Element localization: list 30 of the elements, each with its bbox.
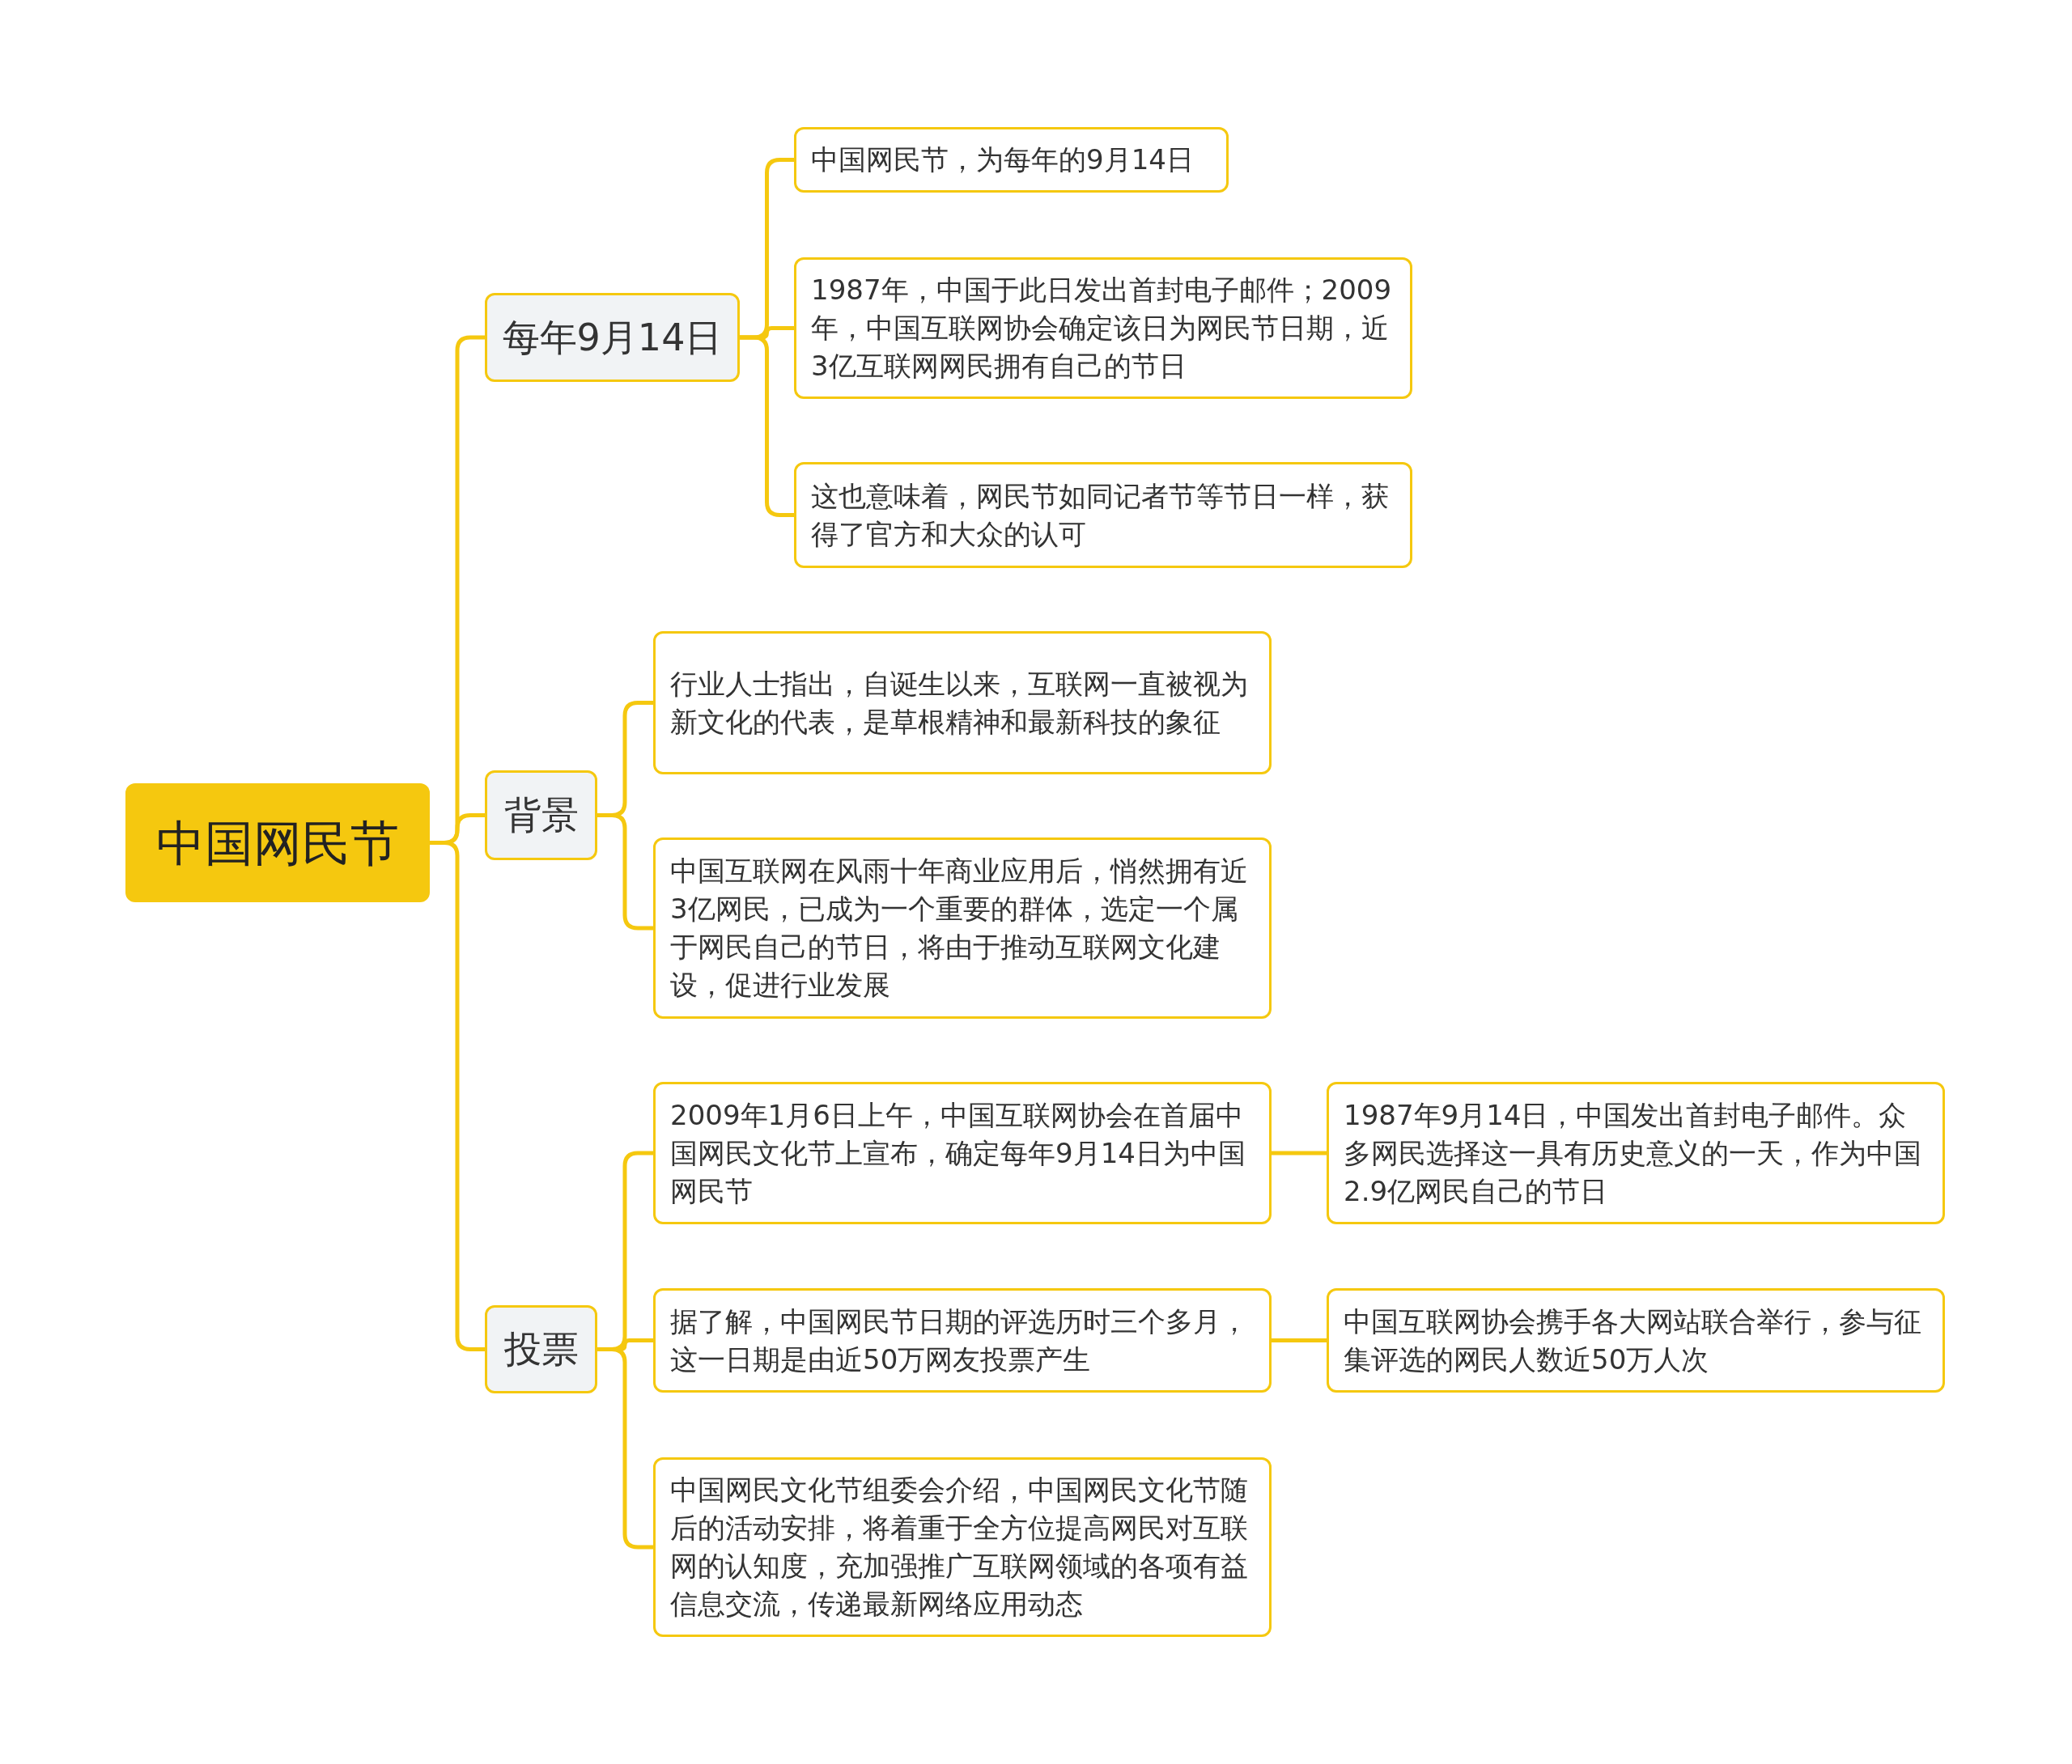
branch-topic xyxy=(485,770,597,860)
topic-box xyxy=(653,1457,1272,1637)
connector-line xyxy=(1272,1151,1327,1156)
topic-box xyxy=(794,257,1412,399)
topic-text: 投票 xyxy=(503,1326,579,1372)
connector-line xyxy=(1272,1338,1327,1342)
topic-text: 据了解，中国网民节日期的评选历时三个多月，这一日期是由近50万网友投票产生 xyxy=(670,1304,1249,1377)
topic-text: 中国网民文化节组委会介绍，中国网民文化节随后的活动安排，将着重于全方位提高网民对互联网的认知度，充加强推广互联网领域的各项有益信息交流，传递最新网络应用动态 xyxy=(670,1473,1249,1622)
topic-box xyxy=(794,462,1412,568)
topic-box xyxy=(653,1082,1272,1224)
topic-text: 中国互联网在风雨十年商业应用后，悄然拥有近3亿网民，已成为一个重要的群体，选定一个属于网民自己的节日，将由于推动互联网文化建设，促进行业发展 xyxy=(670,854,1249,1003)
topic-text: 背景 xyxy=(503,792,579,838)
topic-text: 中国网民节，为每年的9月14日 xyxy=(811,142,1194,177)
topic-box xyxy=(653,837,1272,1019)
topic-text: 这也意味着，网民节如同记者节等节日一样，获得了官方和大众的认可 xyxy=(811,478,1390,552)
topic-text: 1987年9月14日，中国发出首封电子邮件。众多网民选择这一具有历史意义的一天，作为中国2.9亿网民自己的节日 xyxy=(1344,1097,1922,1209)
branch-topic xyxy=(485,1305,597,1393)
branch-topic xyxy=(485,293,740,382)
topic-text: 行业人士指出，自诞生以来，互联网一直被视为新文化的代表，是草根精神和最新科技的象征 xyxy=(670,666,1249,740)
topic-text: 每年9月14日 xyxy=(502,314,723,361)
topic-text: 中国网民节 xyxy=(156,813,399,873)
topic-box xyxy=(653,1288,1272,1393)
topic-text: 2009年1月6日上午，中国互联网协会在首届中国网民文化节上宣布，确定每年9月14日为中国网民节 xyxy=(670,1097,1246,1209)
root-topic xyxy=(125,783,430,902)
topic-text: 中国互联网协会携手各大网站联合举行，参与征集评选的网民人数近50万人次 xyxy=(1344,1304,1922,1377)
topic-box xyxy=(653,631,1272,774)
topic-text: 1987年，中国于此日发出首封电子邮件；2009年，中国互联网协会确定该日为网民节日期，近3亿互联网网民拥有自己的节日 xyxy=(811,273,1393,384)
topic-box xyxy=(794,127,1229,193)
topic-box xyxy=(1327,1082,1945,1224)
topic-box xyxy=(1327,1288,1945,1393)
